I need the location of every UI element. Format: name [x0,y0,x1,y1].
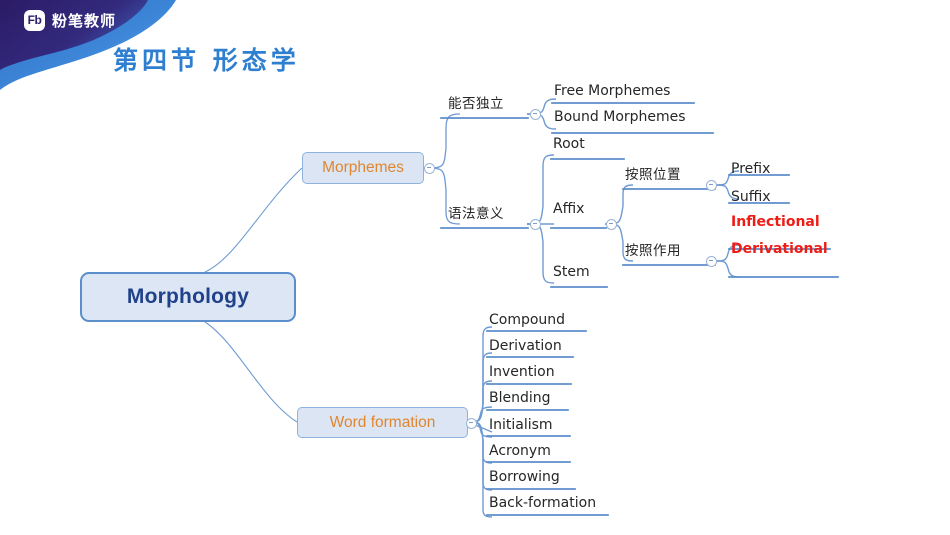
collapse-knob-an-zhao-wei-zhi[interactable] [706,180,717,191]
mindmap-root-node[interactable]: Morphology [80,272,296,322]
edge-zuoyong-inflectional [713,244,740,262]
collapse-knob-morphemes[interactable] [424,163,435,174]
sub-node-an-zhao-zuo-yong[interactable]: 按照作用 [625,243,681,259]
edge-weizhi-suffix [713,184,740,200]
collapse-knob-word-formation[interactable] [466,418,477,429]
leaf-node-acronym[interactable]: Acronym [489,443,551,459]
sub-node-an-zhao-wei-zhi[interactable]: 按照位置 [625,167,681,183]
leaf-node-initialism[interactable]: Initialism [489,417,553,433]
collapse-knob-affix[interactable] [606,219,617,230]
leaf-node-derivation[interactable]: Derivation [489,338,562,354]
sub-node-neng-fou-du-li[interactable]: 能否独立 [448,96,504,112]
collapse-knob-an-zhao-zuo-yong[interactable] [706,256,717,267]
collapse-knob-neng-fou-du-li[interactable] [530,109,541,120]
leaf-node-blending[interactable]: Blending [489,390,551,406]
leaf-node-free-morphemes[interactable]: Free Morphemes [554,83,671,99]
leaf-node-derivational[interactable]: Derivational [731,241,828,257]
edge-morphemes-a [423,113,461,169]
branch-node-word-formation[interactable]: Word formation [297,407,468,438]
branch-label: Morphemes [322,159,404,176]
leaf-node-suffix[interactable]: Suffix [731,189,771,205]
leaf-node-root[interactable]: Root [553,136,585,152]
edge-morphemes-b [423,167,461,225]
leaf-node-inflectional[interactable]: Inflectional [731,214,820,230]
leaf-node-prefix[interactable]: Prefix [731,161,771,177]
root-label: Morphology [126,285,250,308]
edge-yufa-root [526,154,555,225]
branch-node-morphemes[interactable]: Morphemes [302,152,424,184]
leaf-node-stem[interactable]: Stem [553,264,590,280]
leaf-node-invention[interactable]: Invention [489,364,555,380]
leaf-node-borrowing[interactable]: Borrowing [489,469,560,485]
sub-node-affix[interactable]: Affix [553,201,585,217]
edge-zuoyong-derivational [713,260,740,278]
leaf-node-back-formation[interactable]: Back-formation [489,495,597,511]
leaf-node-bound-morphemes[interactable]: Bound Morphemes [554,109,686,125]
brand-name: 粉笔教师 [52,11,117,30]
edge-root-morphemes [204,167,303,273]
sub-node-yu-fa-yi-yi[interactable]: 语法意义 [448,206,504,222]
branch-label: Word formation [329,413,436,431]
edge-root-wordformation [204,321,298,423]
edge-yufa-stem [526,223,555,284]
edge-affix-weizhi [604,184,634,225]
leaf-node-compound[interactable]: Compound [489,312,566,328]
logo-mark-icon: Fb [24,9,45,31]
collapse-knob-yu-fa-yi-yi[interactable] [530,219,541,230]
page-title: 第四节 形态学 [113,46,300,75]
brand-logo: Fb 粉笔教师 [24,9,116,31]
